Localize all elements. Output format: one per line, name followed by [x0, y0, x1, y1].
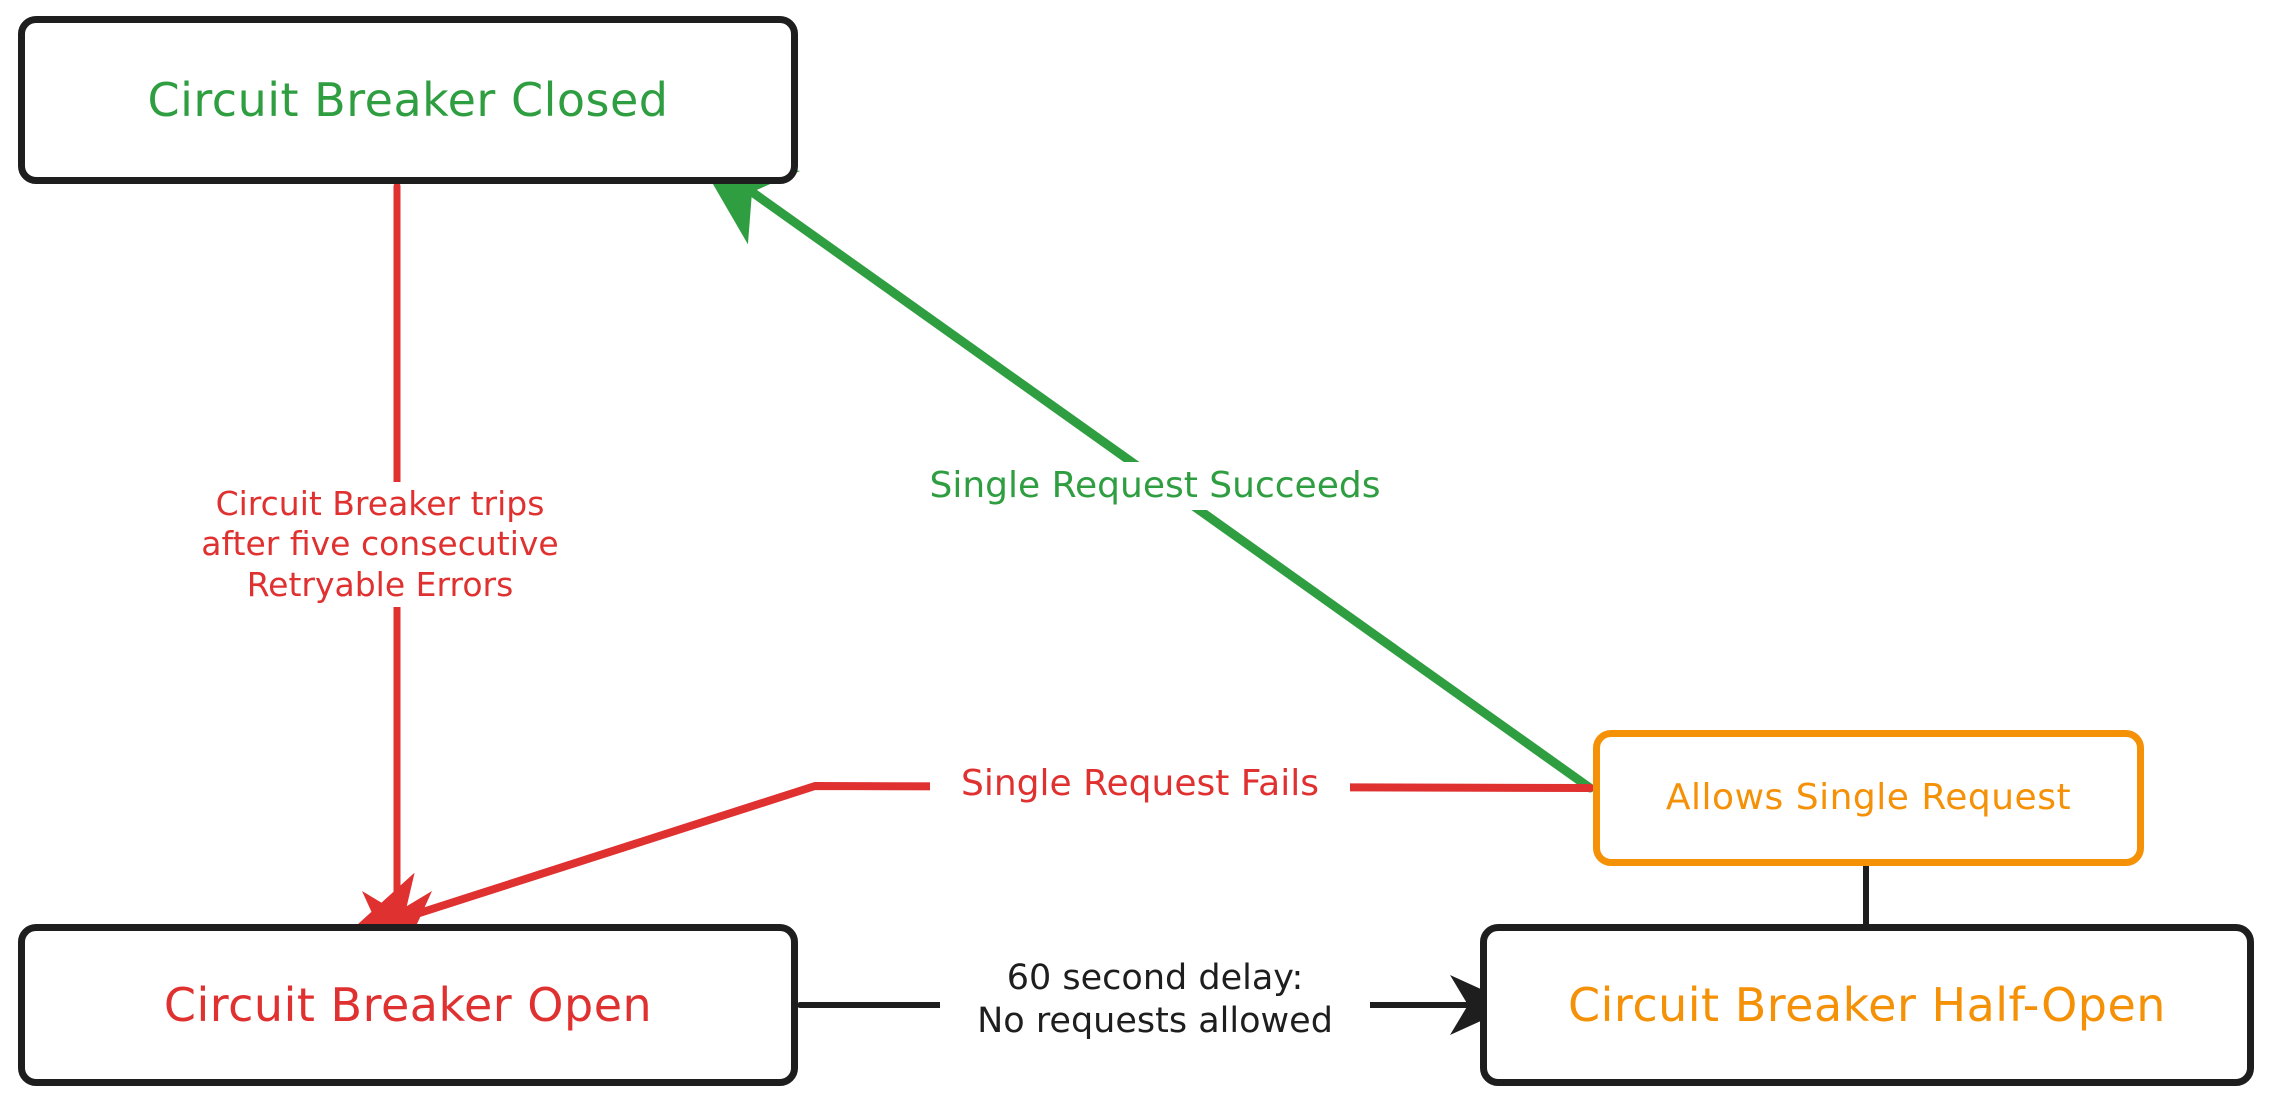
edge-label-sixty-second-delay: 60 second delay: No requests allowed — [940, 955, 1370, 1045]
state-node-label: Circuit Breaker Closed — [147, 72, 669, 127]
state-node-label: Circuit Breaker Open — [163, 977, 653, 1032]
state-node-label: Allows Single Request — [1665, 777, 2072, 819]
edge-label-circuit-breaker-trips: Circuit Breaker trips after five consecu… — [170, 482, 590, 607]
state-node-label: Circuit Breaker Half-Open — [1568, 977, 2166, 1032]
state-node-circuit-breaker-open[interactable]: Circuit Breaker Open — [18, 924, 798, 1086]
state-node-circuit-breaker-half-open[interactable]: Circuit Breaker Half-Open — [1480, 924, 2254, 1086]
edge-label-single-request-succeeds: Single Request Succeeds — [905, 462, 1405, 510]
state-node-circuit-breaker-closed[interactable]: Circuit Breaker Closed — [18, 16, 798, 184]
edge-label-single-request-fails: Single Request Fails — [930, 760, 1350, 808]
state-node-allows-single-request[interactable]: Allows Single Request — [1593, 730, 2144, 866]
